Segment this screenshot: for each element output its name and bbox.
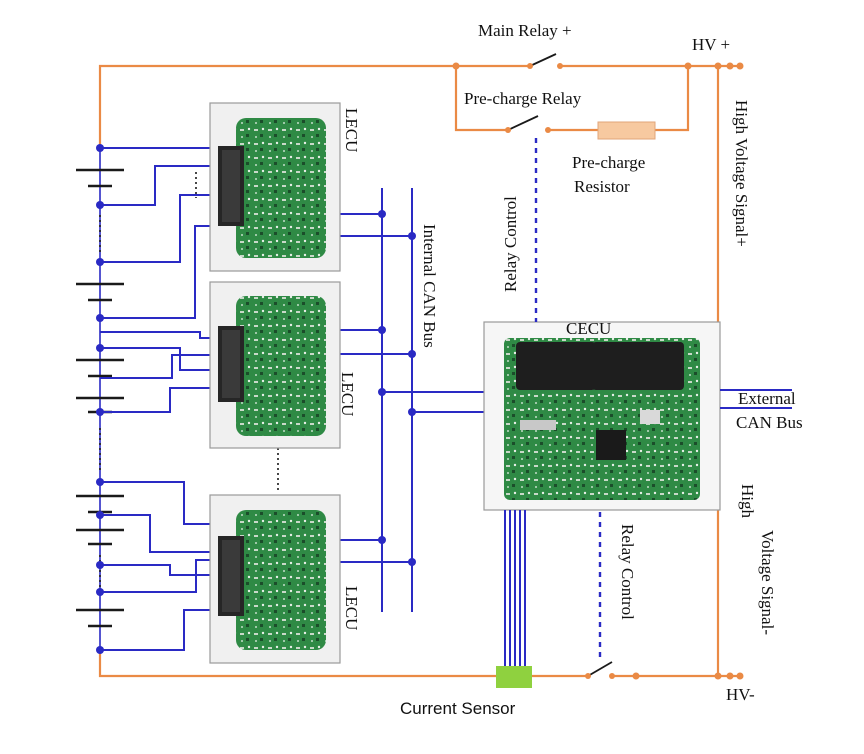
external-can-label-2: CAN Bus: [736, 413, 803, 432]
negative-relay-switch: [585, 661, 615, 679]
hv-signal-plus-label: High Voltage Signal+: [732, 100, 751, 247]
external-can-bus: [720, 389, 792, 409]
lecu-label-middle: LECU: [338, 372, 357, 416]
hv-signal-minus-label-2: Voltage Signal-: [758, 530, 777, 635]
current-sensor-wires: [504, 510, 526, 666]
cell-sense-wires: [96, 144, 210, 654]
hv-junctions: [452, 62, 744, 680]
external-can-label-1: External: [738, 389, 796, 408]
battery-stack: [76, 148, 279, 650]
current-sensor: [496, 666, 532, 688]
cecu-board: [483, 321, 721, 511]
lecu-board-middle: [209, 281, 341, 449]
hv-plus-label: HV +: [692, 35, 730, 54]
precharge-relay-switch: [505, 115, 551, 133]
relay-control-label-top: Relay Control: [501, 196, 520, 292]
precharge-relay-label: Pre-charge Relay: [464, 89, 582, 108]
lecu-label-top: LECU: [342, 108, 361, 152]
lecu-board-top: [209, 102, 341, 272]
cecu-label: CECU: [566, 319, 611, 338]
internal-can-bus: [340, 188, 484, 612]
main-relay-switch: [527, 53, 563, 69]
lecu-board-bottom: [209, 494, 341, 664]
main-relay-label: Main Relay +: [478, 21, 572, 40]
precharge-resistor-label-2: Resistor: [574, 177, 630, 196]
hv-minus-label: HV-: [726, 685, 755, 704]
current-sensor-label: Current Sensor: [400, 699, 516, 718]
lecu-label-bottom: LECU: [342, 586, 361, 630]
hv-signal-minus-label-1: High: [738, 484, 757, 519]
relay-control-label-bottom: Relay Control: [618, 524, 637, 620]
internal-can-bus-label: Internal CAN Bus: [420, 224, 439, 348]
precharge-resistor: [597, 121, 656, 140]
precharge-resistor-label-1: Pre-charge: [572, 153, 645, 172]
